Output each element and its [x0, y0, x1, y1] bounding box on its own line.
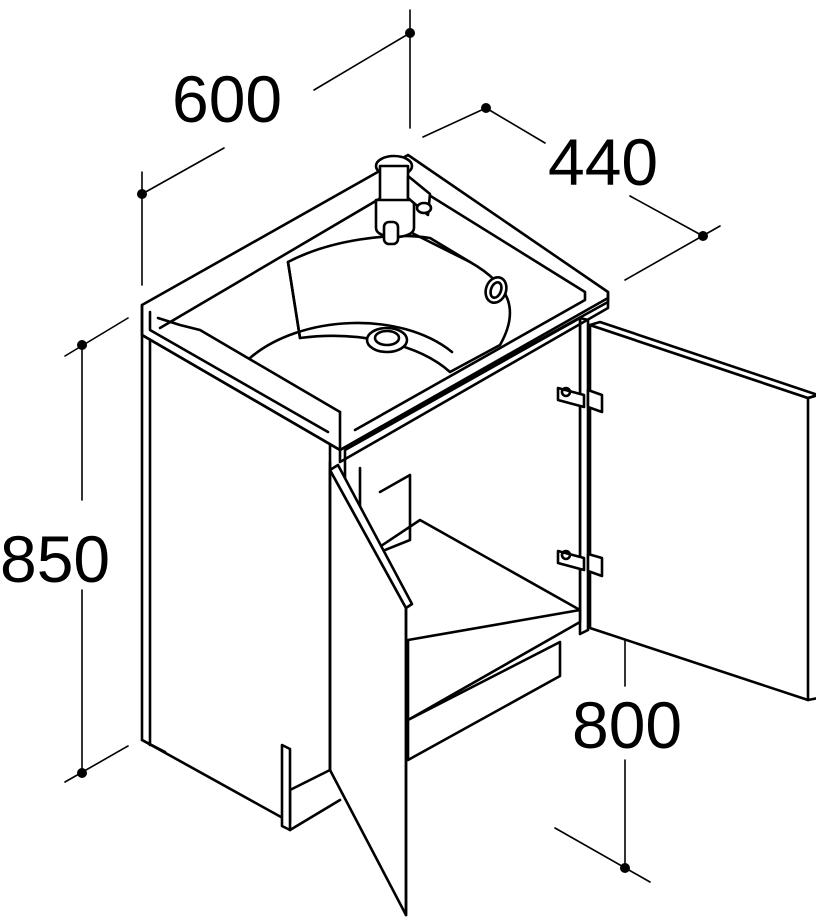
dimension-inner-height-label: 800	[572, 688, 682, 762]
hinge-lower	[556, 549, 604, 578]
dimension-height: 850	[0, 317, 129, 783]
dimension-depth: 440	[422, 103, 721, 281]
right-door	[588, 320, 816, 702]
dimension-width-label: 600	[172, 62, 282, 136]
sink-basin	[248, 230, 512, 374]
dimension-width: 600	[137, 9, 415, 286]
left-door	[328, 460, 414, 917]
hinge-upper	[556, 386, 604, 414]
faucet	[374, 154, 433, 246]
dimension-depth-label: 440	[548, 125, 658, 199]
dimension-height-label: 850	[0, 522, 110, 596]
